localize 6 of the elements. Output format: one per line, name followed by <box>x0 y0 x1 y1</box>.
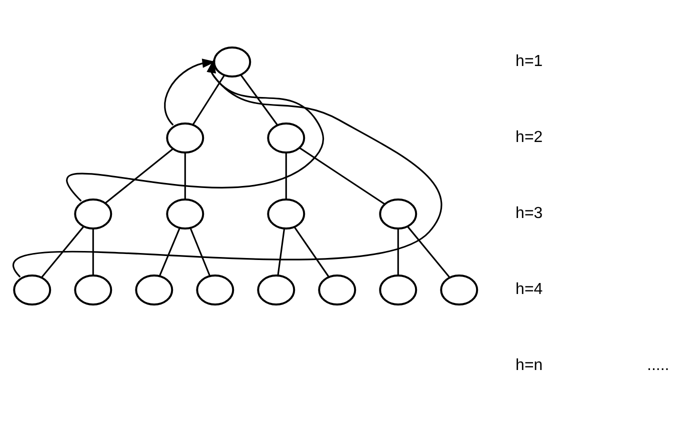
label: h=4 <box>516 280 543 298</box>
label: h=3 <box>516 204 543 222</box>
label: h=n <box>516 356 543 374</box>
label: h=2 <box>516 128 543 146</box>
label: h=1 <box>516 52 543 70</box>
label: ..... <box>647 356 670 374</box>
